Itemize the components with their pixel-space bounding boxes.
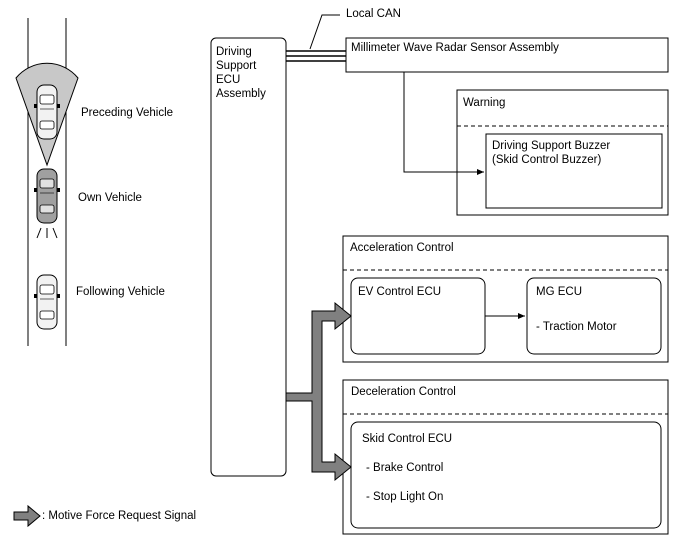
deceleration-control-title: Deceleration Control [351,386,456,398]
radar-to-buzzer-arrow [403,72,484,175]
stop-light-label: - Stop Light On [366,491,444,503]
mg-ecu-box [526,277,662,355]
mg-ecu-label: MG ECU [536,286,582,298]
buzzer-label-line-2: (Skid Control Buzzer) [492,154,602,166]
ecu-label-line-2: Support [216,60,257,72]
radar-sensor-label: Millimeter Wave Radar Sensor Assembly [351,42,559,54]
driving-support-ecu-box [210,37,287,477]
brake-control-label: - Brake Control [366,462,444,474]
local-can-leader [309,14,340,50]
local-can-label: Local CAN [346,8,401,20]
buzzer-label-line-1: Driving Support Buzzer [492,140,611,152]
traction-motor-label: - Traction Motor [536,321,617,333]
ecu-label-line-4: Assembly [216,88,266,100]
own-vehicle-label: Own Vehicle [78,192,142,204]
skid-control-ecu-label: Skid Control ECU [362,433,453,445]
legend-label: : Motive Force Request Signal [42,510,197,522]
warning-title: Warning [463,97,506,109]
ecu-label-line-3: ECU [216,74,241,86]
following-vehicle-label: Following Vehicle [76,286,165,298]
preceding-car-icon [34,84,60,140]
rear-radar-waves-icon [36,227,58,239]
local-can-bus [286,50,346,62]
buzzer-box [485,133,663,209]
following-car-icon [34,274,60,330]
preceding-vehicle-label: Preceding Vehicle [81,107,174,119]
motive-force-arrows [285,301,352,482]
radar-sensor-box [345,37,669,73]
ev-control-ecu-label: EV Control ECU [358,286,442,298]
skid-control-ecu-box [350,421,662,529]
ecu-label-line-1: Driving [216,46,252,58]
own-car-icon [34,168,60,224]
acceleration-control-title: Acceleration Control [350,242,454,254]
legend-arrow-icon [13,504,41,528]
